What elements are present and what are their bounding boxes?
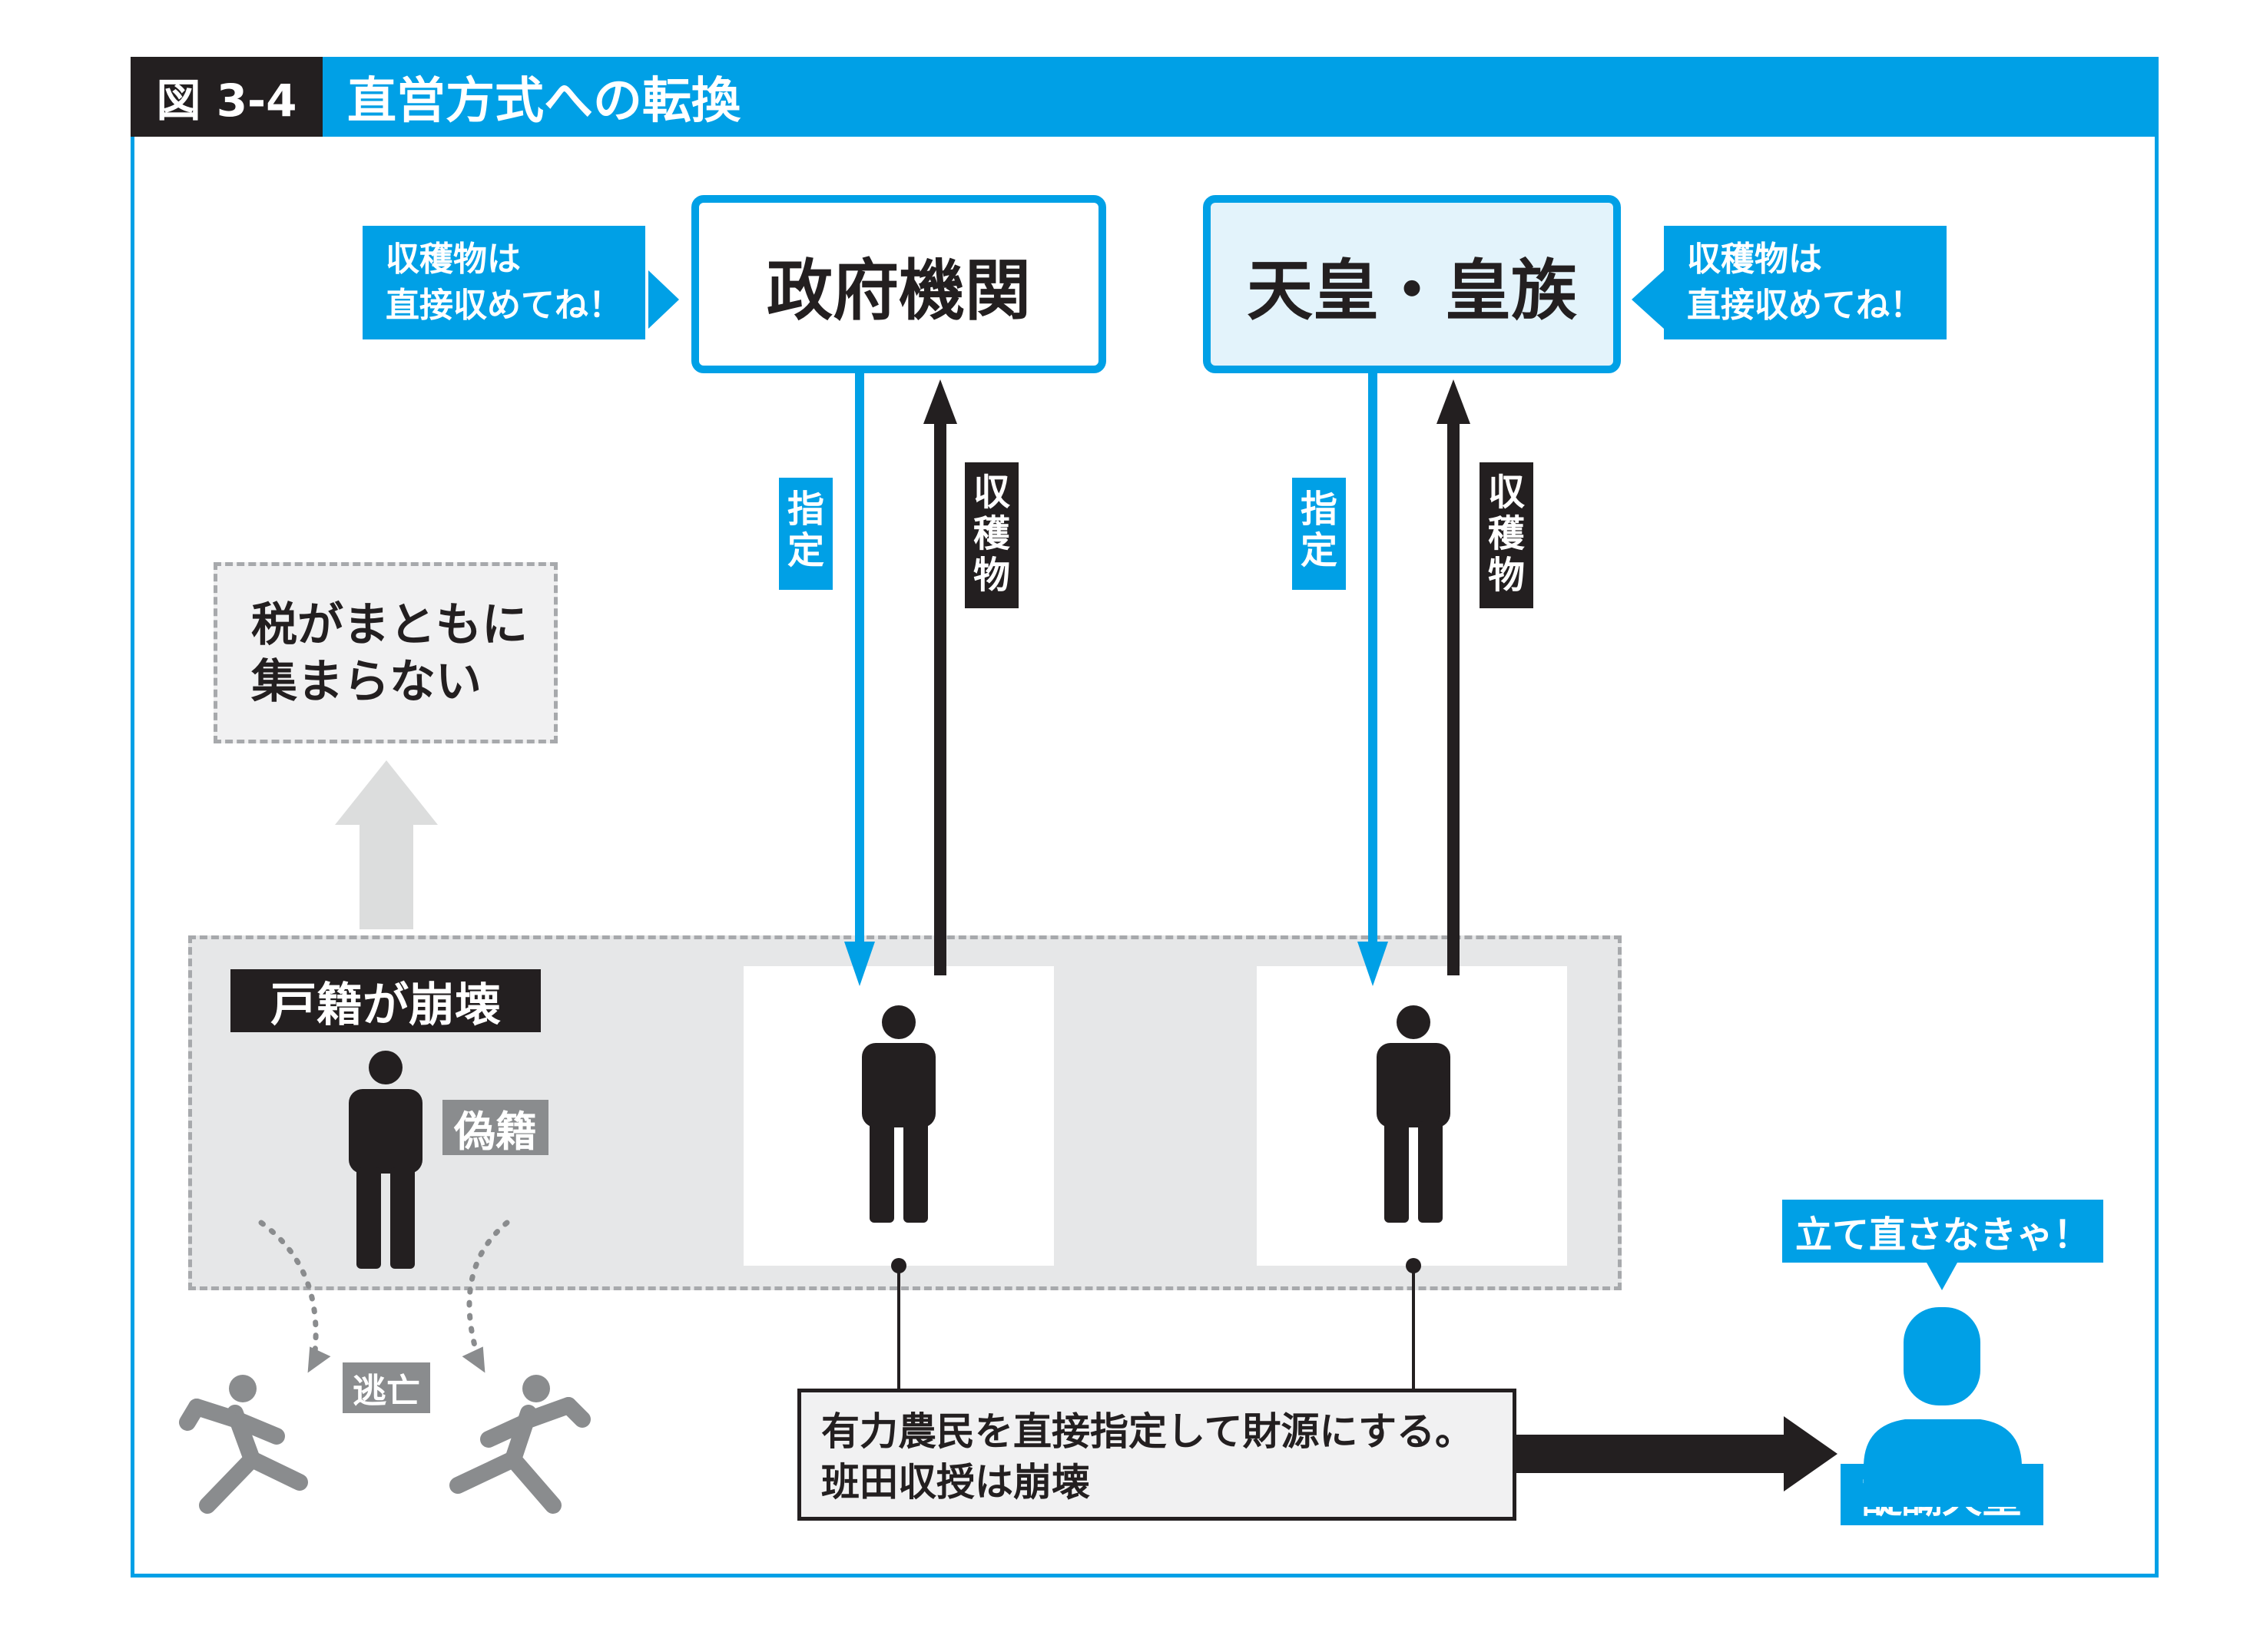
harvest-label-imperial: 収 穫 物 (1480, 462, 1533, 608)
figure-number: 図 3-4 (131, 57, 323, 137)
entity-government: 政府機関 (691, 195, 1106, 373)
callout-right: 収穫物は 直接収めてね！ (1664, 226, 1947, 339)
tax-shortfall-box: 税がまともに 集まらない (214, 562, 558, 743)
harvest-arrow-imperial-head (1436, 379, 1470, 424)
callout-right-line1: 収穫物は (1687, 240, 1822, 279)
harvest-char-3: 物 (973, 554, 1010, 597)
farmer-imperial-icon (1377, 1005, 1450, 1223)
note-line1: 有力農民を直接指定して財源にする。 (821, 1409, 1473, 1454)
entity-imperial: 天皇・皇族 (1203, 195, 1621, 373)
callout-left: 収穫物は 直接収めてね！ (363, 226, 645, 339)
note-to-emperor-arrow-shaft (1516, 1435, 1787, 1473)
designate-char-2: 定 (1300, 529, 1337, 572)
tax-line2: 集まらない (251, 655, 482, 709)
callout-right-pointer (1632, 270, 1664, 329)
registry-collapse-label: 戸籍が崩壊 (230, 969, 541, 1032)
forgery-label: 偽籍 (442, 1100, 548, 1156)
tax-line1: 税がまともに (251, 598, 528, 652)
designate-char-1: 指 (1300, 488, 1337, 531)
speech-bubble-tail (1927, 1263, 1957, 1290)
designate-label-government: 指 定 (779, 478, 833, 590)
runner-left-icon (179, 1375, 308, 1514)
harvest-arrow-government-head (923, 379, 957, 424)
note-to-emperor-arrow-head (1784, 1416, 1837, 1491)
policy-note: 有力農民を直接指定して財源にする。 班田収授は崩壊 (797, 1389, 1516, 1521)
callout-right-line2: 直接収めてね！ (1687, 286, 1924, 325)
harvest-char-3: 物 (1487, 554, 1525, 597)
escape-arrow-right-path (466, 1220, 510, 1355)
callout-left-line2: 直接収めてね！ (386, 286, 622, 325)
designate-char-1: 指 (787, 488, 824, 531)
harvest-arrow-imperial-shaft (1447, 421, 1460, 975)
runner-right-icon (449, 1375, 591, 1514)
escape-arrow-left-head (307, 1346, 331, 1373)
note-line2: 班田収授は崩壊 (821, 1460, 1090, 1505)
registered-peasant-icon (349, 1051, 422, 1269)
harvest-arrow-government-shaft (934, 421, 946, 975)
harvest-label-government: 収 穫 物 (965, 462, 1019, 608)
callout-left-line1: 収穫物は (386, 240, 521, 279)
figure-header (131, 57, 2159, 137)
designate-label-imperial: 指 定 (1292, 478, 1346, 590)
callout-left-pointer (648, 270, 679, 329)
escape-label: 逃亡 (343, 1362, 430, 1413)
designate-arrow-government-head (844, 942, 875, 986)
harvest-char-1: 収 (973, 471, 1010, 514)
escape-arrow-left-path (258, 1220, 319, 1355)
escape-arrow-right-head (462, 1346, 485, 1373)
harvest-char-2: 穫 (1487, 512, 1525, 555)
farmer-government-icon (862, 1005, 936, 1223)
designate-char-2: 定 (787, 529, 824, 572)
designate-arrow-imperial-head (1357, 942, 1388, 986)
designate-arrow-imperial-shaft (1368, 373, 1377, 943)
harvest-char-1: 収 (1487, 471, 1525, 514)
designate-arrow-government-shaft (855, 373, 864, 943)
harvest-char-2: 穫 (973, 512, 1010, 555)
emperor-speech-bubble: 立て直さなきゃ！ (1782, 1200, 2103, 1263)
emperor-icon (1864, 1307, 2022, 1507)
figure-title: 直営方式への転換 (347, 73, 741, 130)
tax-shortfall-up-arrow (335, 760, 438, 929)
